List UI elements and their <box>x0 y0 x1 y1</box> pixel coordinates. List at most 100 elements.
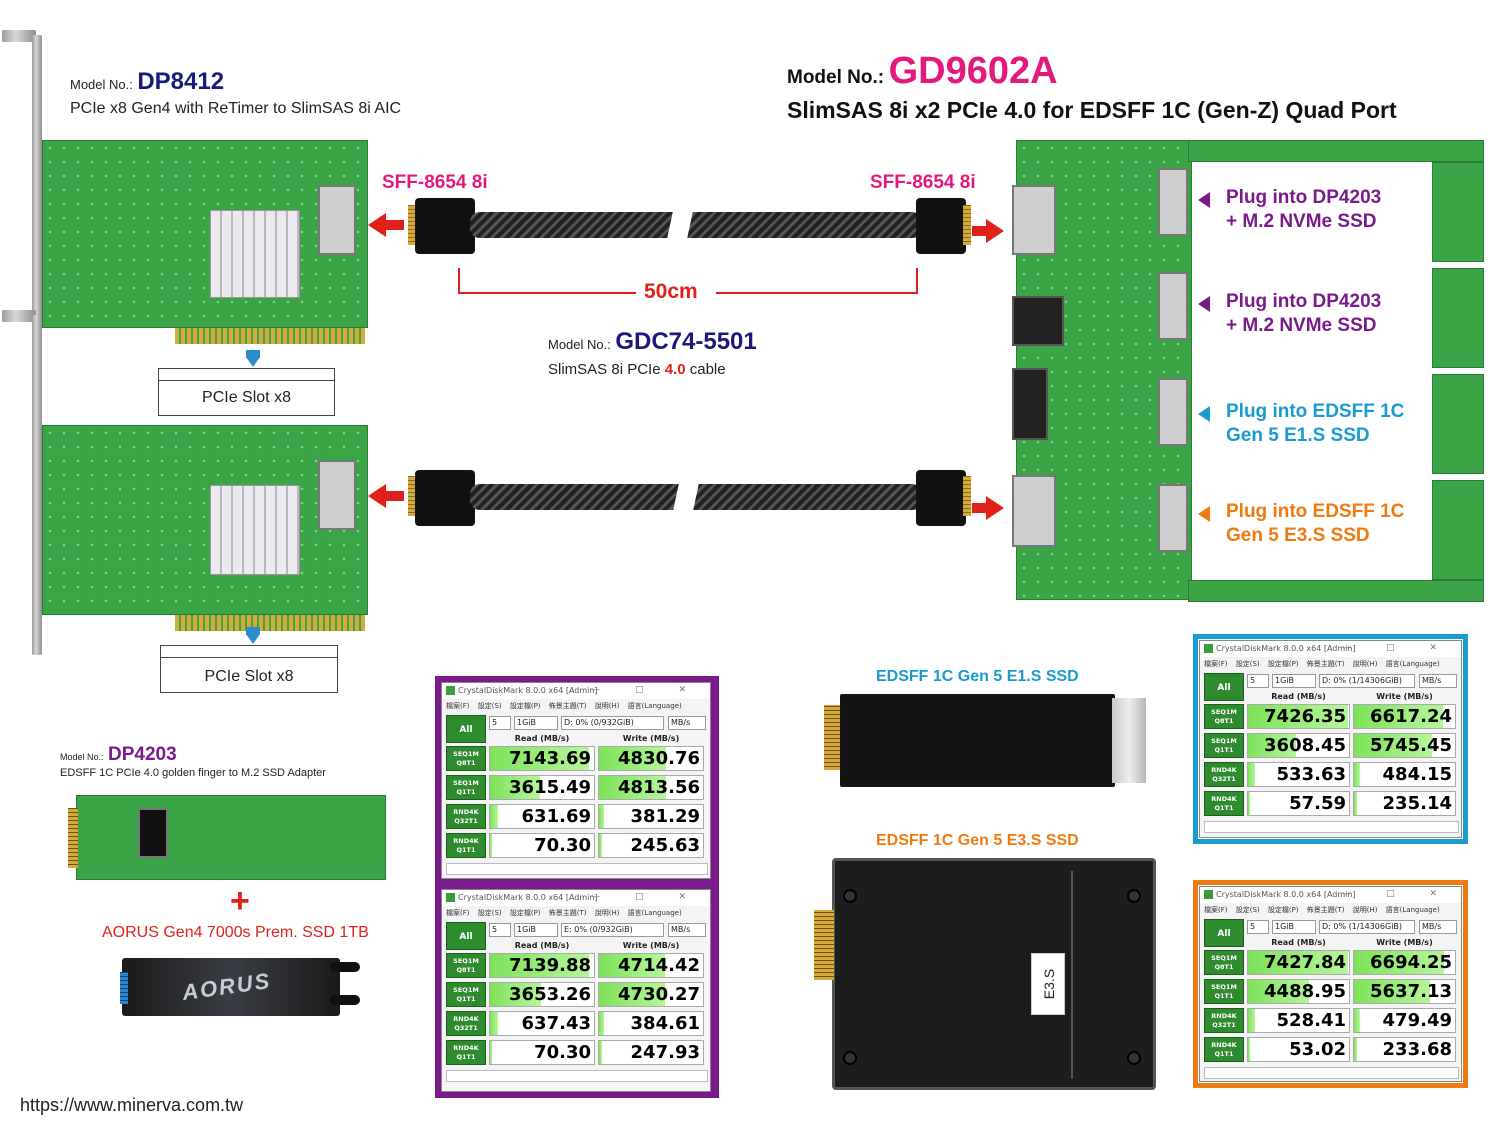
cdm-test-queue: Q32T1 <box>1212 1021 1236 1029</box>
window-controls[interactable]: — □ ✕ <box>1342 889 1453 899</box>
cdm-count-select[interactable]: 5 <box>1247 920 1269 934</box>
gd9602a-frame-bottom <box>1188 580 1484 602</box>
cdm-test-button[interactable]: RND4K Q1T1 <box>446 833 486 858</box>
slimsas-connector <box>318 460 356 530</box>
port-3-line1: Plug into EDSFF 1C <box>1226 401 1405 422</box>
cdm-size-select[interactable]: 1GiB <box>514 716 558 730</box>
cdm-test-button[interactable]: RND4K Q1T1 <box>1204 791 1244 816</box>
cdm-menubar[interactable]: 檔案(F) 設定(S) 設定檔(P) 佈景主題(T) 說明(H) 語言(Lang… <box>1204 660 1440 668</box>
cdm-unit-select[interactable]: MB/s <box>1419 920 1457 934</box>
cdm-title-text: CrystalDiskMark 8.0.0 x64 [Admin] <box>1216 644 1356 653</box>
cdm-test-queue: Q1T1 <box>456 788 476 796</box>
cdm-test-button[interactable]: SEQ1M Q1T1 <box>1204 979 1244 1004</box>
cdm-test-button[interactable]: SEQ1M Q8T1 <box>1204 704 1244 729</box>
cdm-all-button[interactable]: All <box>1204 673 1244 701</box>
cdm-size-select[interactable]: 1GiB <box>514 923 558 937</box>
gold-fingers <box>175 615 365 631</box>
cable-desc-post: cable <box>685 361 726 378</box>
cdm-write-value: 5745.45 <box>1353 733 1456 758</box>
cdm-test-queue: Q8T1 <box>456 759 476 767</box>
cdm-write-header: Write (MB/s) <box>622 941 680 950</box>
cable-model-number: GDC74-5501 <box>615 328 757 355</box>
cdm-test-type: RND4K <box>1211 1041 1237 1049</box>
cdm-drive-select[interactable]: D: 0% (1/14306GiB) <box>1319 920 1415 934</box>
cdm-comment-field[interactable] <box>446 1070 708 1082</box>
cdm-read-value: 533.63 <box>1247 762 1350 787</box>
cdm-test-button[interactable]: SEQ1M Q1T1 <box>446 775 486 800</box>
cdm-write-bar <box>1354 734 1432 757</box>
cdm-test-button[interactable]: RND4K Q32T1 <box>446 1011 486 1036</box>
cdm-menubar[interactable]: 檔案(F) 設定(S) 設定檔(P) 佈景主題(T) 說明(H) 語言(Lang… <box>446 909 682 917</box>
e1s-label: EDSFF 1C Gen 5 E1.S SSD <box>876 668 1079 685</box>
cdm-test-button[interactable]: RND4K Q32T1 <box>446 804 486 829</box>
cdm-read-number: 70.30 <box>534 835 591 856</box>
gd9602a-description: SlimSAS 8i x2 PCIe 4.0 for EDSFF 1C (Gen… <box>787 97 1397 123</box>
cdm-test-queue: Q32T1 <box>454 817 478 825</box>
cdm-drive-select[interactable]: D: 0% (0/932GiB) <box>561 716 664 730</box>
cdm-test-type: SEQ1M <box>1211 708 1237 716</box>
website-url[interactable]: https://www.minerva.com.tw <box>20 1095 244 1115</box>
cdm-test-button[interactable]: RND4K Q32T1 <box>1204 762 1244 787</box>
cdm-test-button[interactable]: SEQ1M Q1T1 <box>446 982 486 1007</box>
port-arrow-icon <box>1198 506 1210 522</box>
cdm-count-select[interactable]: 5 <box>489 923 511 937</box>
port-label-3-text: Plug into EDSFF 1C Gen 5 E1.S SSD <box>1226 400 1404 448</box>
cdm-comment-field[interactable] <box>446 863 708 875</box>
cdm-drive-select[interactable]: E: 0% (0/932GiB) <box>561 923 664 937</box>
cdm-size-select[interactable]: 1GiB <box>1272 674 1316 688</box>
cdm-test-button[interactable]: SEQ1M Q8T1 <box>446 953 486 978</box>
cdm-read-bar <box>1248 951 1348 974</box>
cdm-test-button[interactable]: RND4K Q1T1 <box>446 1040 486 1065</box>
cdm-test-button[interactable]: RND4K Q32T1 <box>1204 1008 1244 1033</box>
cdm-read-value: 7426.35 <box>1247 704 1350 729</box>
cdm-write-value: 479.49 <box>1353 1008 1456 1033</box>
cdm-comment-field[interactable] <box>1204 821 1459 833</box>
cdm-titlebar: CrystalDiskMark 8.0.0 x64 [Admin] — □ ✕ <box>442 683 710 699</box>
cdm-test-button[interactable]: SEQ1M Q8T1 <box>446 746 486 771</box>
cdm-write-number: 4830.76 <box>618 748 700 769</box>
cdm-comment-field[interactable] <box>1204 1067 1459 1079</box>
cdm-write-bar <box>1354 980 1430 1003</box>
cdm-test-type: SEQ1M <box>453 779 479 787</box>
cdm-write-bar <box>599 805 605 828</box>
screw-icon <box>843 889 857 903</box>
cdm-unit-select[interactable]: MB/s <box>1419 674 1457 688</box>
cdm-size-select[interactable]: 1GiB <box>1272 920 1316 934</box>
cdm-window-2: CrystalDiskMark 8.0.0 x64 [Admin] — □ ✕ … <box>441 889 711 1092</box>
cdm-test-button[interactable]: SEQ1M Q1T1 <box>1204 733 1244 758</box>
e3s-seam <box>1071 871 1073 1079</box>
cdm-all-button[interactable]: All <box>446 922 486 950</box>
cdm-write-value: 6694.25 <box>1353 950 1456 975</box>
cdm-drive-select[interactable]: D: 0% (1/14306GiB) <box>1319 674 1415 688</box>
window-controls[interactable]: — □ ✕ <box>1342 643 1453 653</box>
pcie-slot-top-label: PCIe Slot x8 <box>202 389 291 406</box>
window-controls[interactable]: — □ ✕ <box>591 892 702 902</box>
cdm-test-type: RND4K <box>453 1044 479 1052</box>
cdm-write-header: Write (MB/s) <box>1376 692 1433 701</box>
cdm-count-select[interactable]: 5 <box>489 716 511 730</box>
cdm-test-button[interactable]: SEQ1M Q8T1 <box>1204 950 1244 975</box>
cdm-unit-select[interactable]: MB/s <box>668 923 706 937</box>
cdm-all-button[interactable]: All <box>446 715 486 743</box>
cdm-write-value: 233.68 <box>1353 1037 1456 1062</box>
cdm-read-value: 637.43 <box>489 1011 595 1036</box>
cdm-read-number: 3653.26 <box>509 984 591 1005</box>
cdm-read-number: 4488.95 <box>1264 981 1346 1002</box>
cdm-all-button[interactable]: All <box>1204 919 1244 947</box>
cdm-unit-select[interactable]: MB/s <box>668 716 706 730</box>
cdm-window-3: CrystalDiskMark 8.0.0 x64 [Admin] — □ ✕ … <box>1199 640 1462 838</box>
cdm-test-button[interactable]: RND4K Q1T1 <box>1204 1037 1244 1062</box>
cable-right-label: SFF-8654 8i <box>870 172 976 193</box>
window-controls[interactable]: — □ ✕ <box>591 685 702 695</box>
cdm-write-bar <box>599 983 665 1006</box>
e3s-label: EDSFF 1C Gen 5 E3.S SSD <box>876 832 1079 849</box>
cdm-menubar[interactable]: 檔案(F) 設定(S) 設定檔(P) 佈景主題(T) 說明(H) 語言(Lang… <box>1204 906 1440 914</box>
cdm-count-select[interactable]: 5 <box>1247 674 1269 688</box>
screw-icon <box>843 1051 857 1065</box>
gd9602a-model-prefix: Model No.: <box>787 67 885 88</box>
down-arrow-shaft <box>246 350 260 358</box>
cdm-test-type: RND4K <box>453 1015 479 1023</box>
cdm-test-type: SEQ1M <box>1211 737 1237 745</box>
cdm-menubar[interactable]: 檔案(F) 設定(S) 設定檔(P) 佈景主題(T) 說明(H) 語言(Lang… <box>446 702 682 710</box>
slimsas-connector <box>318 185 356 255</box>
